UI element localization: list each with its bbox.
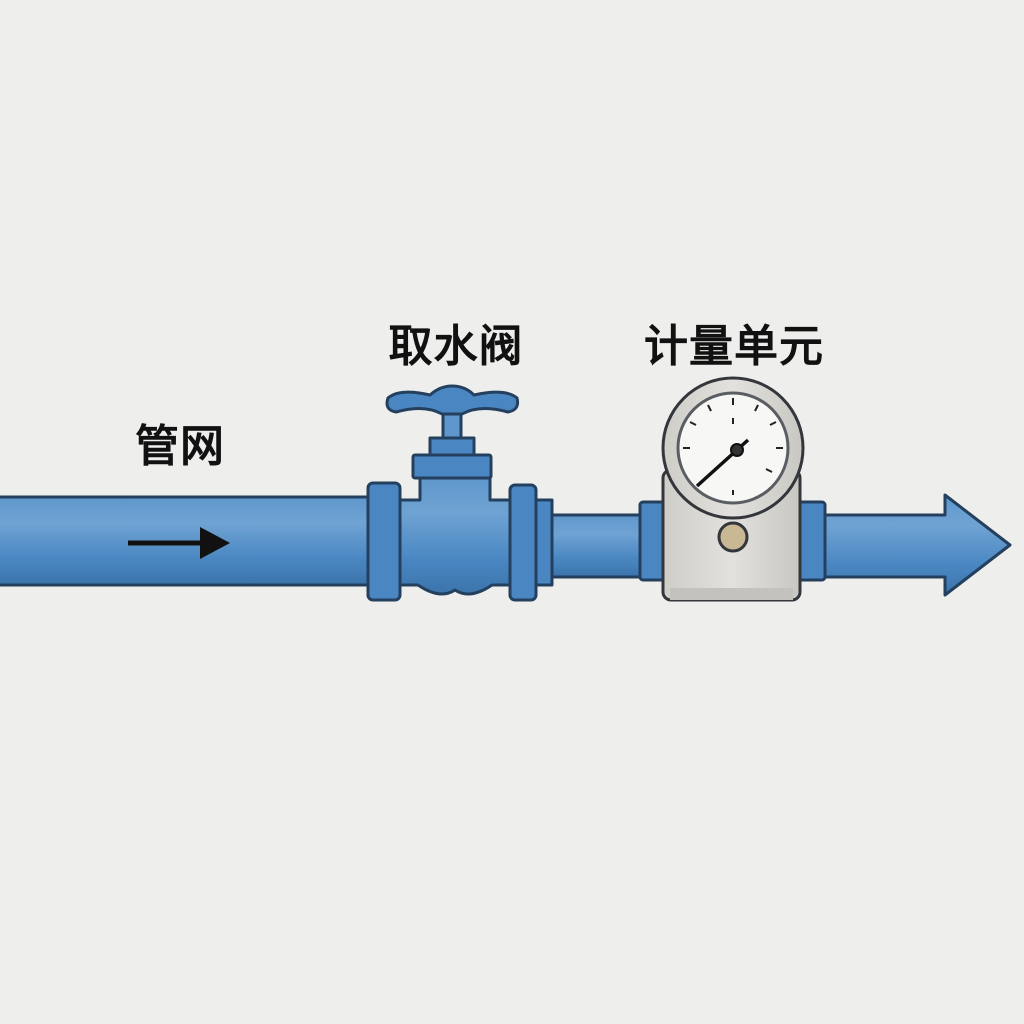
flow-arrow-icon: [128, 527, 230, 559]
outlet-pipe-arrow: [823, 493, 1012, 597]
label-intake-valve: 取水阀: [388, 321, 524, 372]
pressure-gauge-icon: [638, 376, 827, 602]
label-metering-unit: 计量单元: [644, 321, 824, 372]
label-pipe-network: 管网: [135, 421, 225, 472]
gate-valve-icon: [366, 384, 554, 602]
connecting-pipe: [550, 513, 644, 579]
